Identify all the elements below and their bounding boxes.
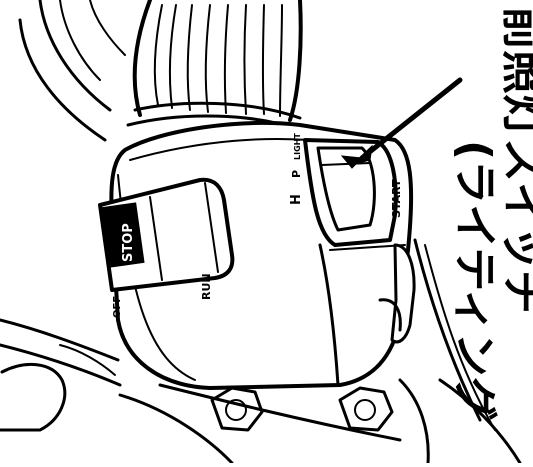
mark-upper: LIGHT [293, 133, 302, 160]
frame-left [0, 0, 126, 387]
kill-switch-label: STOP [121, 223, 136, 262]
handlebar-grip [126, 0, 307, 134]
kill-switch: STOP [98, 177, 235, 292]
start-button [378, 243, 416, 344]
mark-p: P [290, 170, 303, 178]
mark-start: START [390, 179, 403, 218]
mark-run: RUN [200, 273, 213, 300]
mark-h: H [289, 194, 304, 205]
headlight-switch-block [303, 138, 398, 247]
frame-right [413, 238, 522, 465]
callout-leader [351, 77, 463, 166]
mounting-bolts [0, 344, 430, 465]
mark-off: OFF [112, 296, 123, 318]
callout-label-line1: 前照灯スイッチ [497, 6, 533, 314]
callout-label-line2: (ライティング [449, 140, 500, 421]
